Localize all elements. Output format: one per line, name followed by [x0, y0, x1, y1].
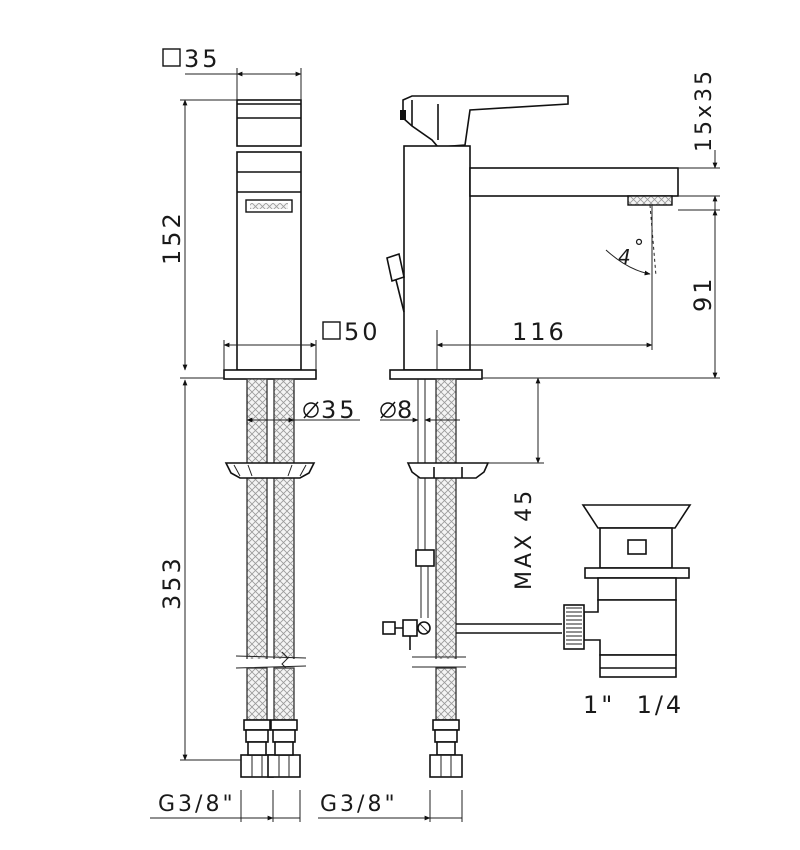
square-symbol-top	[162, 48, 181, 67]
front-base	[223, 369, 317, 380]
handle-square-label: 35	[184, 45, 221, 73]
side-fitting	[429, 719, 463, 778]
front-hose-right	[273, 378, 295, 662]
side-spout	[469, 167, 679, 197]
waste-nut-plate	[584, 567, 690, 579]
square-symbol-base	[322, 321, 341, 340]
waste-size-label: 1" 1/4	[583, 691, 684, 719]
front-hose-right-lower	[273, 667, 295, 721]
side-hose	[435, 378, 457, 662]
rod-diameter-label: 8	[397, 396, 415, 424]
side-aerator	[627, 195, 673, 206]
side-lever	[402, 95, 569, 148]
base-square-label: 50	[344, 318, 381, 346]
degree-symbol: °	[634, 235, 644, 259]
max-thickness-label: MAX 45	[512, 488, 537, 590]
waste-flange	[581, 504, 692, 529]
body-height-label: 152	[158, 210, 186, 265]
front-mounting-nut	[224, 462, 316, 479]
front-hose-left	[246, 378, 268, 662]
thread-right-label: G3/8"	[320, 792, 398, 817]
diameter-symbol-rod	[380, 401, 396, 419]
hose-length-label: 353	[158, 555, 186, 610]
handle-section-label: 15x35	[692, 68, 717, 152]
front-handle	[236, 99, 302, 147]
side-base	[389, 369, 483, 380]
side-mounting-nut	[406, 462, 490, 479]
popup-waste	[563, 504, 692, 678]
tilt-angle-label: 4	[618, 245, 631, 269]
spout-reach-label: 116	[512, 318, 567, 346]
hose-diameter-label: 35	[321, 396, 358, 424]
front-hose-left-lower	[246, 667, 268, 721]
diameter-symbol-hose	[303, 401, 319, 419]
dimension-lines	[150, 68, 720, 822]
side-hose-lower	[435, 667, 457, 721]
popup-rod-knob	[386, 252, 405, 283]
front-view	[223, 99, 317, 778]
front-fitting-right	[267, 719, 301, 778]
spout-height-label: 91	[689, 275, 717, 312]
popup-linkage	[382, 619, 562, 650]
front-body	[236, 151, 302, 371]
thread-left-label: G3/8"	[158, 792, 236, 817]
front-fitting-left	[240, 719, 274, 778]
side-view	[382, 95, 679, 778]
